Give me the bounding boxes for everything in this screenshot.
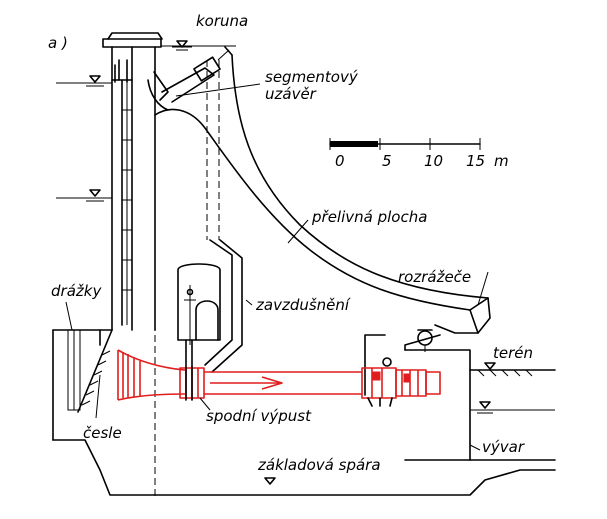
scale-bar: 0 5 10 15 m <box>329 138 509 170</box>
scale-tick-0: 0 <box>335 152 345 170</box>
label-rozrazece: rozrážeče <box>398 268 471 286</box>
panel-label: a ) <box>48 34 68 52</box>
label-prelivna-plocha: přelivná plocha <box>311 208 427 226</box>
dam-crest <box>102 32 236 51</box>
scale-tick-10: 10 <box>424 152 443 170</box>
segment-gate <box>147 49 261 111</box>
upstream-face <box>111 46 156 331</box>
label-cesle: česle <box>83 424 122 442</box>
foundation-joint-marker <box>264 477 276 485</box>
aeration-duct <box>204 239 253 373</box>
label-vyvar: vývar <box>482 438 525 456</box>
scale-unit: m <box>494 152 509 170</box>
label-koruna: koruna <box>196 12 248 30</box>
spillway-body <box>154 46 491 334</box>
label-spodni-vypust: spodní výpust <box>206 407 312 425</box>
scale-tick-5: 5 <box>382 152 392 170</box>
label-teren: terén <box>493 344 533 362</box>
terrain <box>469 362 556 414</box>
bottom-outlet <box>117 349 441 401</box>
label-zavzdusneni: zavzdušnění <box>255 296 351 314</box>
outlet-valve-details <box>185 339 393 407</box>
label-drazky: drážky <box>51 282 102 300</box>
shaft-dashed-lines <box>154 60 220 500</box>
upstream-water-levels <box>56 75 112 202</box>
foundation-block <box>52 329 556 496</box>
scale-tick-15: 15 <box>466 152 485 170</box>
label-uzaver: uzávěr <box>265 85 317 103</box>
label-zakladova-spara: základová spára <box>257 456 381 474</box>
inspection-gallery <box>177 263 221 345</box>
valve-chamber <box>364 329 433 396</box>
label-segmentovy: segmentový <box>265 68 359 86</box>
